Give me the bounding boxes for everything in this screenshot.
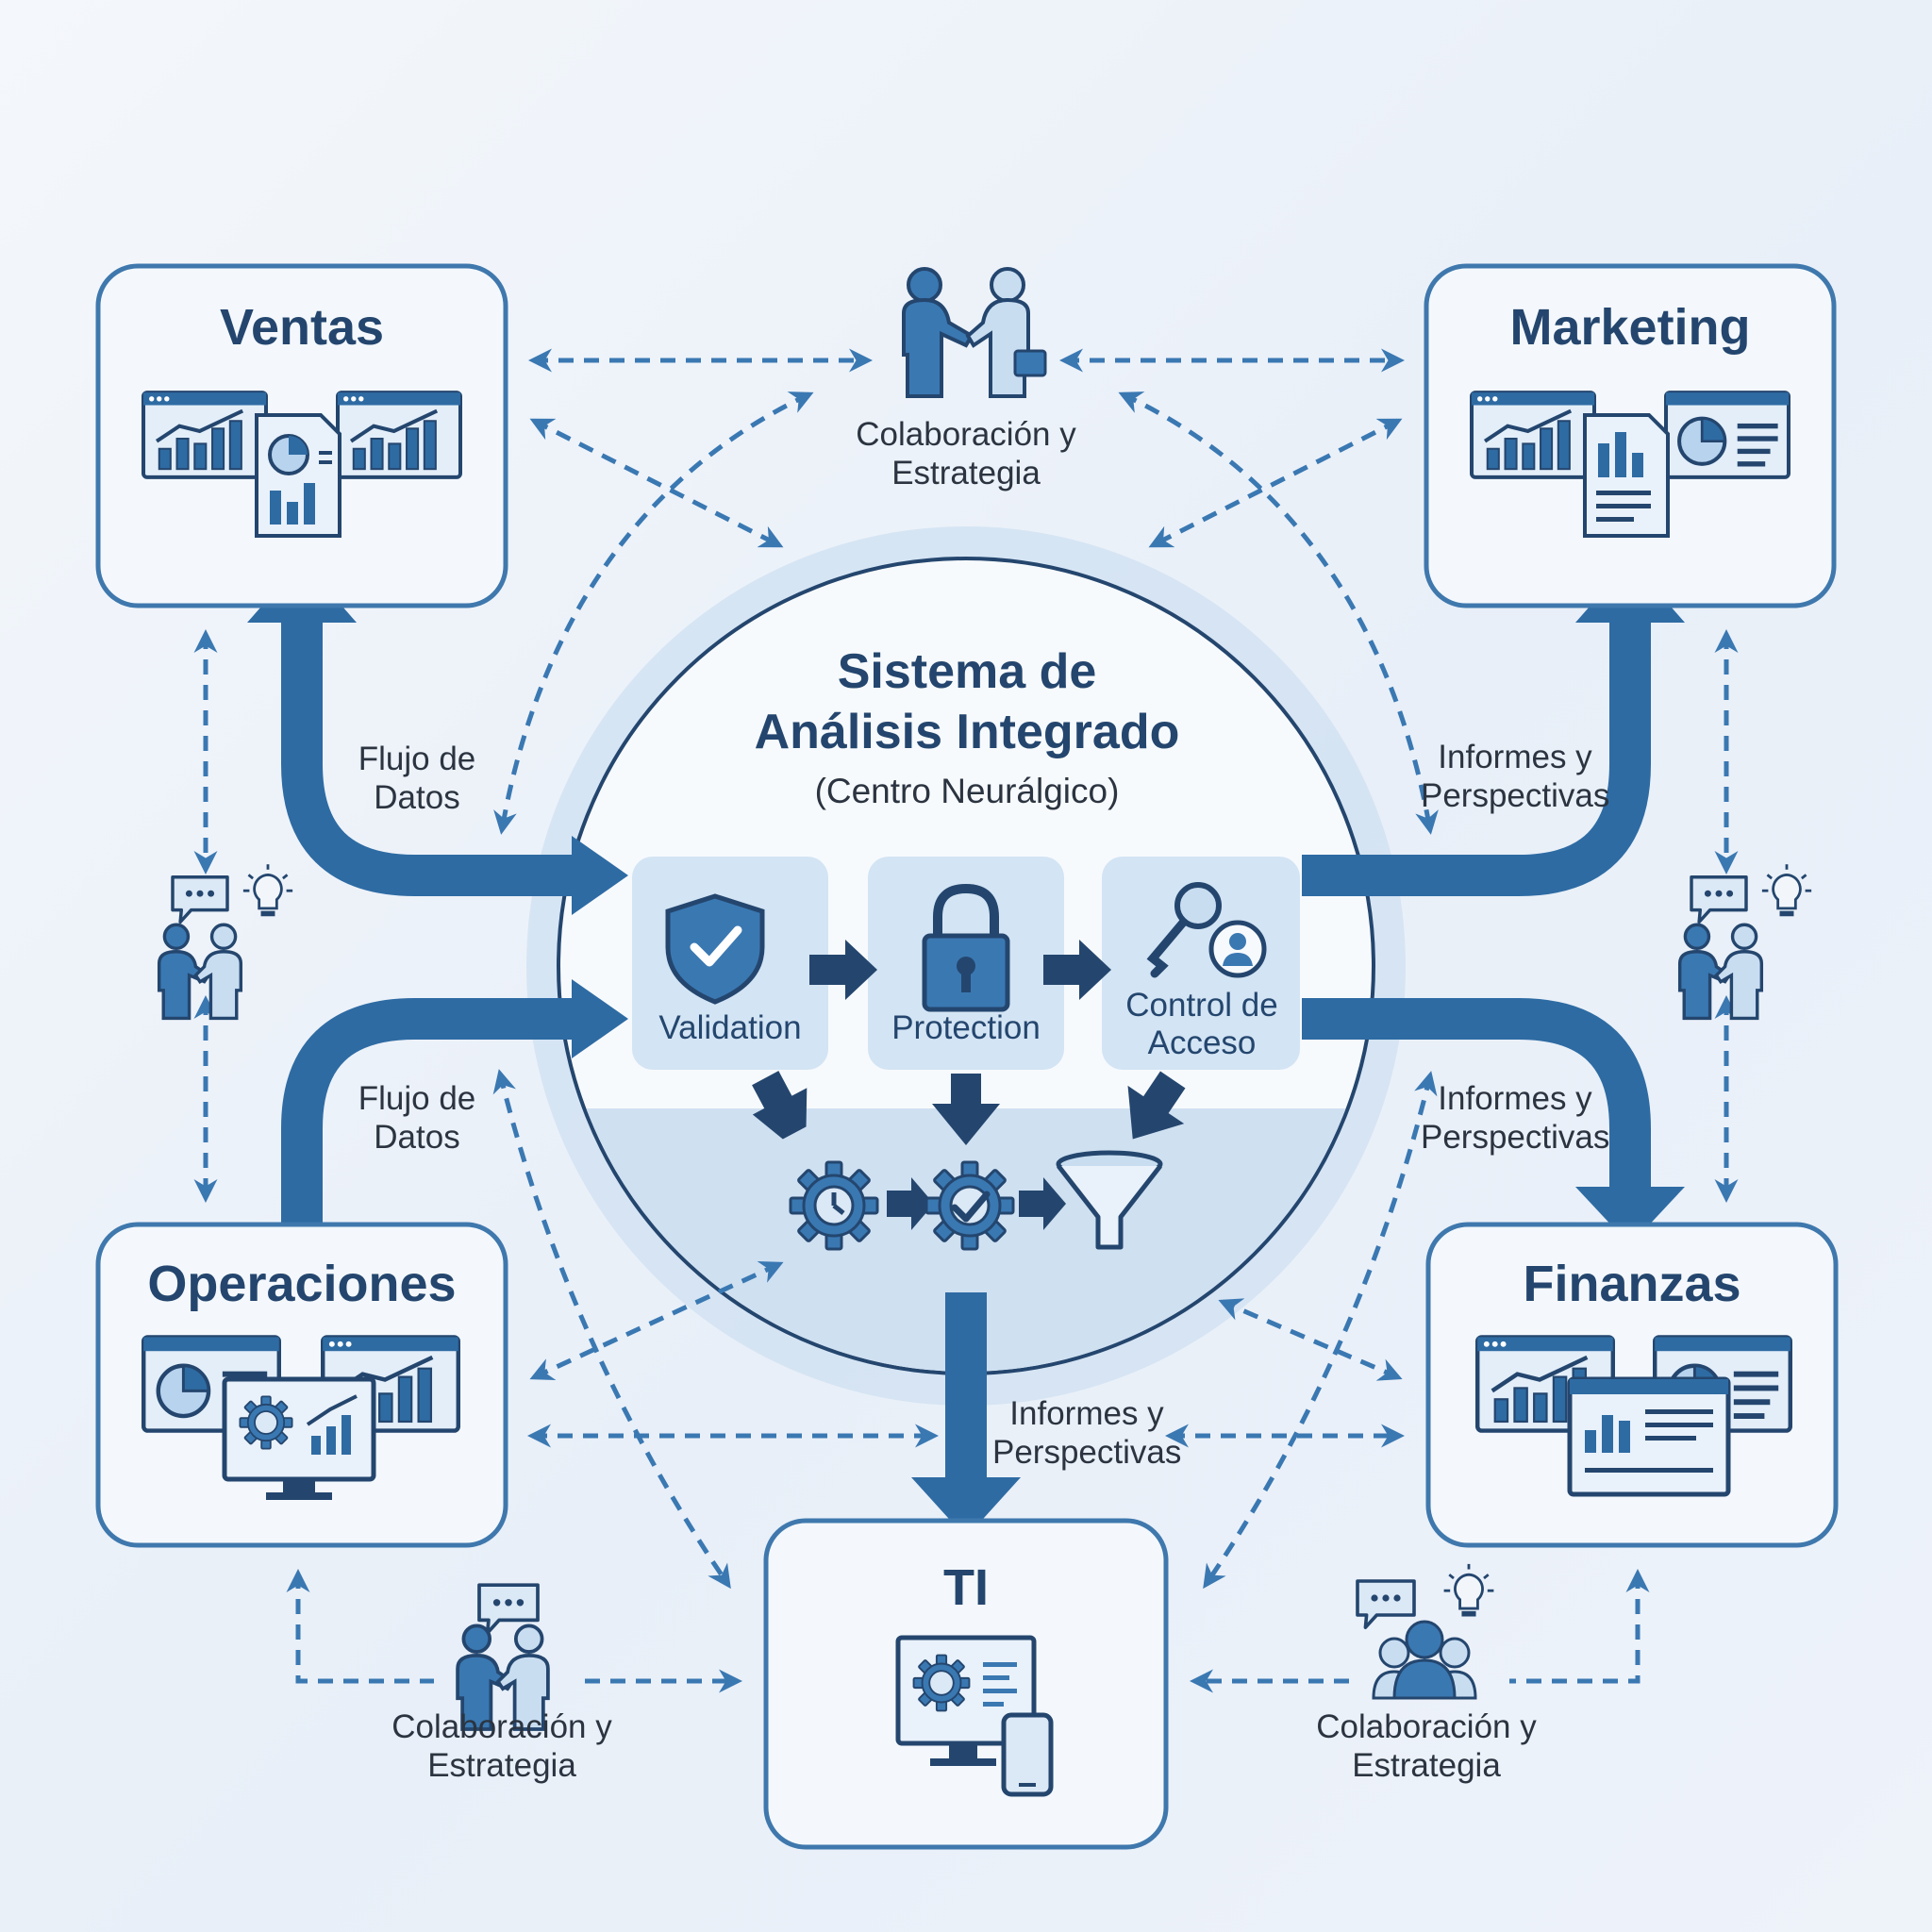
key-user-icon bbox=[1146, 882, 1267, 978]
thick-flow-arrows bbox=[281, 623, 1651, 1479]
dashed-link bbox=[492, 1069, 731, 1590]
arrowhead bbox=[572, 836, 628, 915]
gear-clock-icon bbox=[789, 1160, 879, 1251]
collaboration-icon bbox=[157, 862, 294, 1021]
dashed-link bbox=[1148, 418, 1403, 548]
flow-arrow-finanzas bbox=[1302, 998, 1651, 1189]
arrowhead bbox=[911, 1477, 1021, 1538]
flow-arrow-marketing bbox=[1302, 623, 1651, 896]
gear-check-icon bbox=[924, 1160, 1015, 1251]
arrow-down-icon bbox=[752, 1071, 808, 1140]
label-colaboracion-top: Colaboración y Estrategia bbox=[856, 416, 1076, 491]
dept-box-ti bbox=[763, 1518, 1169, 1850]
arrow-right-icon bbox=[1019, 1177, 1066, 1230]
dept-name-operaciones: Operaciones bbox=[147, 1256, 457, 1312]
team-idea-icon bbox=[1356, 1562, 1495, 1700]
label-informes-finanzas: Informes y Perspectivas bbox=[1421, 1080, 1610, 1156]
label-flujo-datos-bottom: Flujo de Datos bbox=[358, 1080, 476, 1156]
dept-box-ventas bbox=[95, 263, 508, 608]
dashed-connectors bbox=[193, 348, 1739, 1693]
arrow-right-icon bbox=[809, 940, 877, 1000]
label-informes-ti: Informes y Perspectivas bbox=[992, 1395, 1182, 1471]
dashed-link bbox=[1203, 1071, 1438, 1590]
label-informes-marketing: Informes y Perspectivas bbox=[1421, 739, 1610, 814]
flow-arrow-ventas bbox=[281, 623, 575, 896]
dept-box-marketing bbox=[1424, 263, 1837, 608]
step-label-access-control: Control de Acceso bbox=[1125, 987, 1278, 1061]
padlock-icon bbox=[922, 883, 1010, 1012]
dashed-link bbox=[529, 418, 784, 548]
collaboration-icon bbox=[1677, 862, 1813, 1021]
hub-title-line1: Sistema de bbox=[837, 644, 1097, 699]
hub-title-line2: Análisis Integrado bbox=[754, 705, 1180, 759]
dept-name-ventas: Ventas bbox=[219, 299, 385, 356]
arrow-right-icon bbox=[1043, 940, 1111, 1000]
dashed-link bbox=[286, 1569, 434, 1684]
dept-name-ti: TI bbox=[943, 1559, 989, 1616]
hub-steps bbox=[632, 857, 1300, 1251]
dashed-link bbox=[1509, 1569, 1650, 1684]
dept-name-marketing: Marketing bbox=[1509, 299, 1751, 356]
flow-arrow-operaciones bbox=[281, 998, 575, 1224]
arrow-down-icon bbox=[1127, 1071, 1186, 1140]
dashed-link bbox=[1118, 391, 1439, 835]
arrowhead bbox=[572, 979, 628, 1058]
dashed-link bbox=[1218, 1298, 1403, 1381]
arrow-right-icon bbox=[887, 1177, 934, 1230]
shield-check-icon bbox=[665, 893, 765, 1005]
label-colaboracion-right: Colaboración y Estrategia bbox=[1316, 1708, 1537, 1784]
hub-subtitle: (Centro Neurálgico) bbox=[814, 772, 1120, 810]
arrowhead bbox=[1575, 1187, 1685, 1245]
dashed-link bbox=[493, 391, 814, 835]
arrow-down-icon bbox=[932, 1074, 1000, 1145]
dept-box-finanzas bbox=[1425, 1222, 1839, 1548]
funnel-icon bbox=[1056, 1150, 1163, 1250]
step-label-validation: Validation bbox=[658, 1009, 802, 1046]
dept-box-operaciones bbox=[95, 1222, 508, 1548]
step-label-protection: Protection bbox=[891, 1009, 1041, 1046]
label-colaboracion-left: Colaboración y Estrategia bbox=[391, 1708, 612, 1784]
dept-name-finanzas: Finanzas bbox=[1523, 1256, 1741, 1312]
label-flujo-datos-top: Flujo de Datos bbox=[358, 741, 476, 816]
handshake-icon bbox=[902, 267, 1047, 398]
step-arrows bbox=[752, 940, 1186, 1230]
step-access-control bbox=[1102, 857, 1300, 1070]
